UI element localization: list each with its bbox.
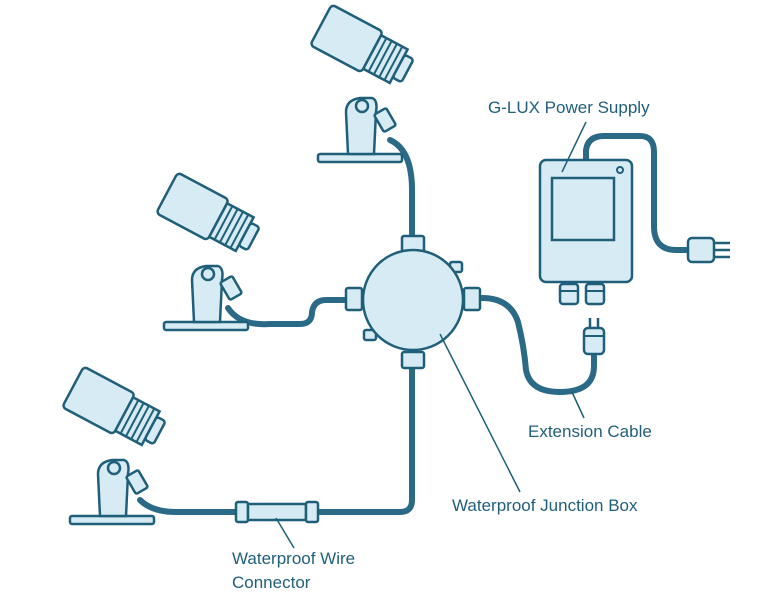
wire-connector-label-line2: Connector [232,573,311,592]
cable-bottom-light [137,497,243,515]
leader-extension-cable [571,391,585,419]
spotlight-icon [154,171,266,332]
wire-connector-label-line1: Waterproof Wire [232,549,356,568]
plug-icon [686,236,730,264]
cable-top-light [387,137,415,243]
extension-cable-line [479,295,597,395]
junction-box-icon [344,234,482,370]
plug-icon [582,318,606,356]
junction-box-label: Waterproof Junction Box [452,496,638,515]
leader-junction-box [439,333,521,493]
power-supply-icon [538,158,634,306]
leader-lines [275,121,587,549]
cable-connector-junction [315,363,415,515]
power-supply-label: G-LUX Power Supply [488,98,650,117]
leader-power-supply [561,121,587,173]
extension-cable-label: Extension Cable [528,422,652,441]
wire-connector-icon [234,500,320,524]
cable-middle-light [225,297,353,328]
spotlight-icon [308,3,420,164]
mains-cable [583,133,693,253]
spotlight-icon [60,365,172,526]
leader-wire-connector [275,517,295,549]
